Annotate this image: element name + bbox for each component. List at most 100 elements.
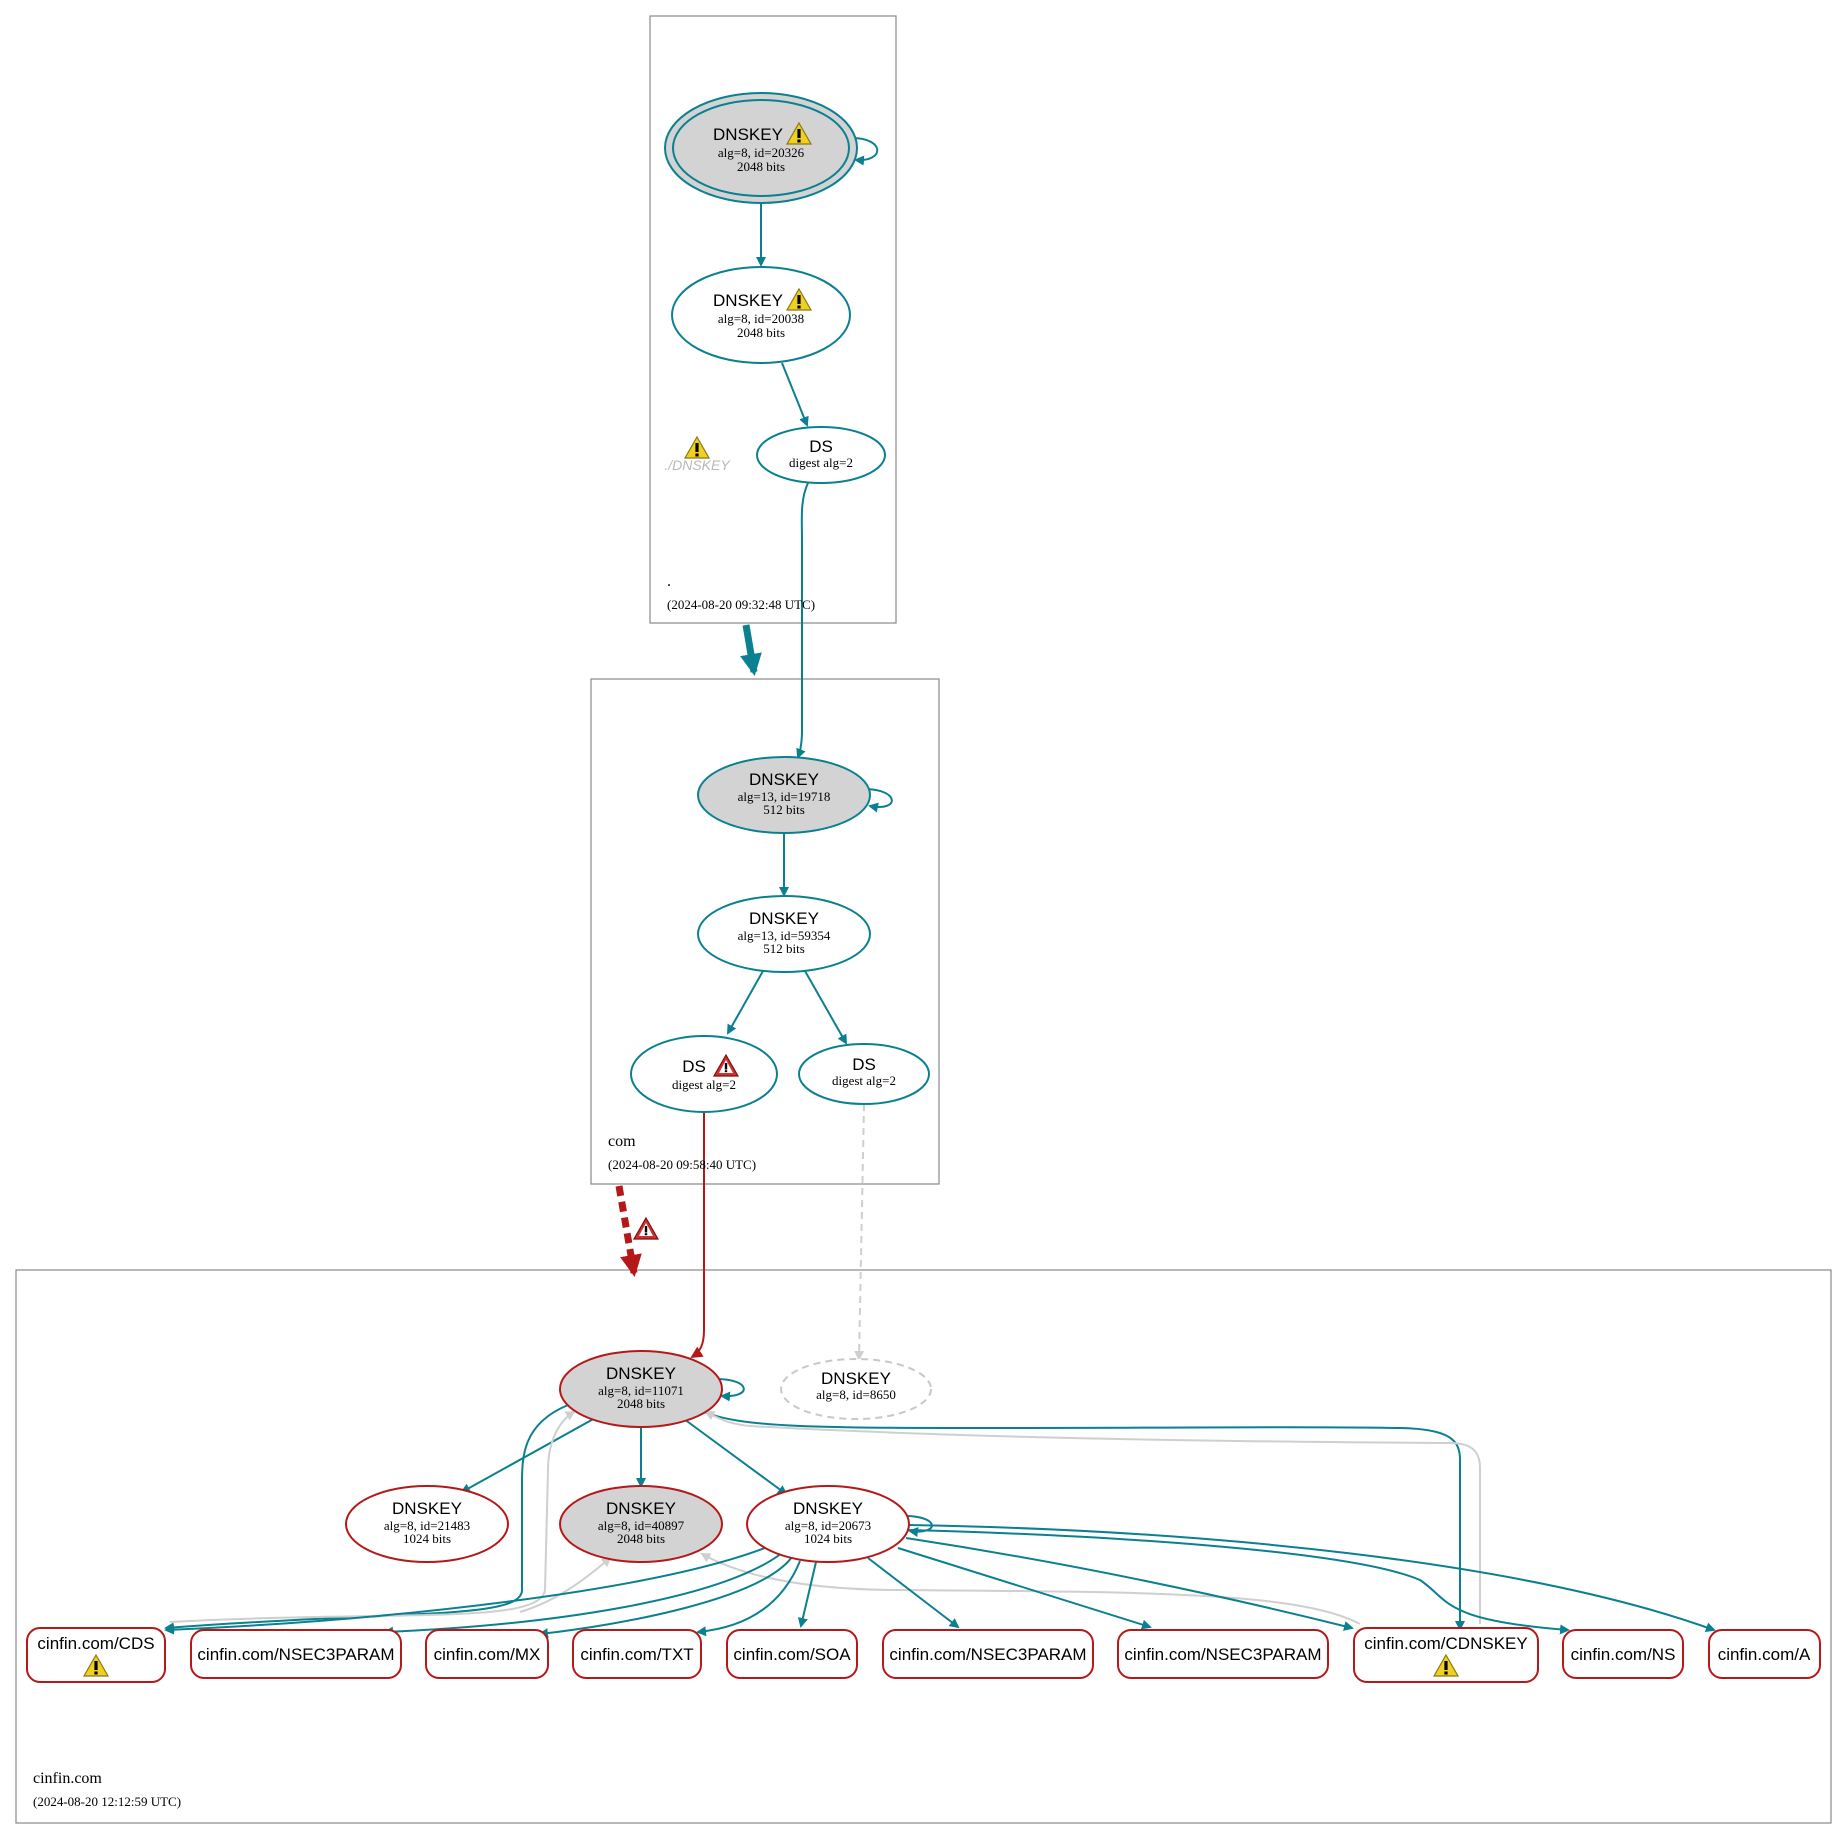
k40897-alg: alg=8, id=40897	[598, 1518, 685, 1533]
rrset-mx-label: cinfin.com/MX	[434, 1645, 541, 1664]
k20673-alg: alg=8, id=20673	[785, 1518, 871, 1533]
rrset-nsec3param-3[interactable]: cinfin.com/NSEC3PARAM	[1117, 1629, 1329, 1679]
delegation-root-com	[740, 624, 762, 676]
k21483-bits: 1024 bits	[403, 1531, 451, 1546]
edge-k20673-to-ns	[907, 1529, 1570, 1635]
zone-com-box	[590, 678, 940, 1185]
root-zsk-alg: alg=8, id=20038	[718, 311, 804, 326]
zone-cinfin-date: (2024-08-20 12:12:59 UTC)	[33, 1794, 181, 1809]
edge-root-zsk-to-ds	[781, 362, 809, 427]
rrset-a[interactable]: cinfin.com/A	[1708, 1629, 1821, 1679]
rrset-soa-label: cinfin.com/SOA	[733, 1645, 851, 1664]
root-ksk-title: DNSKEY	[713, 125, 783, 144]
com-dnskey-ksk-node[interactable]: DNSKEY alg=13, id=19718 512 bits	[697, 756, 871, 834]
com-ds2-title: DS	[852, 1055, 876, 1074]
edge-k20673-to-soa	[797, 1561, 817, 1628]
zone-cinfin-name: cinfin.com	[33, 1770, 102, 1787]
root-ds-node[interactable]: DS digest alg=2	[756, 426, 886, 484]
zone-com-name: com	[608, 1133, 636, 1150]
root-zsk-title: DNSKEY	[713, 291, 783, 310]
k40897-title: DNSKEY	[606, 1499, 676, 1518]
rrset-ns-label: cinfin.com/NS	[1571, 1645, 1676, 1664]
root-dnskey-ksk-node[interactable]: DNSKEY alg=8, id=20326 2048 bits	[664, 92, 858, 204]
rrset-cds-label: cinfin.com/CDS	[37, 1634, 154, 1653]
edge-cds-to-k40897	[519, 1556, 612, 1613]
com-ds2-node[interactable]: DS digest alg=2	[798, 1043, 930, 1105]
rrset-nsec3param-2[interactable]: cinfin.com/NSEC3PARAM	[882, 1629, 1094, 1679]
cinfin-dnskey-40897-node[interactable]: DNSKEY alg=8, id=40897 2048 bits	[559, 1485, 723, 1563]
rrset-ns[interactable]: cinfin.com/NS	[1562, 1629, 1684, 1679]
com-ksk-alg: alg=13, id=19718	[738, 789, 831, 804]
root-ksk-alg: alg=8, id=20326	[718, 145, 805, 160]
zone-com-date: (2024-08-20 09:58:40 UTC)	[608, 1157, 756, 1172]
rrset-nsec3param-1[interactable]: cinfin.com/NSEC3PARAM	[190, 1629, 402, 1679]
rrset-txt[interactable]: cinfin.com/TXT	[572, 1629, 702, 1679]
edge-k20673-to-nsec3param3	[897, 1547, 1152, 1630]
cinfin-dnskey-20673-node[interactable]: DNSKEY alg=8, id=20673 1024 bits	[746, 1485, 910, 1563]
edge-k11071-to-cdnskey	[701, 1410, 1465, 1631]
edge-k20673-to-cds	[164, 1545, 771, 1635]
edge-com-ds2-to-k8650	[854, 1103, 865, 1361]
rrset-nsec3param-1-label: cinfin.com/NSEC3PARAM	[197, 1645, 394, 1664]
k11071-title: DNSKEY	[606, 1364, 676, 1383]
rrset-txt-label: cinfin.com/TXT	[580, 1645, 693, 1664]
root-zsk-bits: 2048 bits	[737, 325, 785, 340]
k11071-alg: alg=8, id=11071	[598, 1383, 684, 1398]
k40897-bits: 2048 bits	[617, 1531, 665, 1546]
root-ghost-warning-icon	[684, 436, 710, 459]
rrset-nsec3param-3-label: cinfin.com/NSEC3PARAM	[1124, 1645, 1321, 1664]
zone-cinfin-box	[15, 1269, 1832, 1824]
rrset-a-label: cinfin.com/A	[1718, 1645, 1811, 1664]
com-ds1-title: DS	[682, 1057, 706, 1076]
com-zsk-bits: 512 bits	[763, 941, 805, 956]
edge-k20673-to-a	[907, 1524, 1716, 1632]
edge-com-ksk-self	[863, 788, 893, 813]
edge-com-ds1-to-k11071	[690, 1112, 705, 1359]
rrset-mx[interactable]: cinfin.com/MX	[425, 1629, 549, 1679]
edge-k20673-to-nsec3param1	[383, 1552, 783, 1637]
edge-k20673-to-cdnskey	[905, 1537, 1354, 1631]
com-zsk-title: DNSKEY	[749, 909, 819, 928]
k8650-alg: alg=8, id=8650	[816, 1387, 896, 1402]
edge-root-ksk-self	[851, 137, 879, 166]
com-ds1-node[interactable]: DS digest alg=2	[630, 1035, 778, 1113]
edge-root-ds-to-com-ksk	[796, 482, 809, 759]
com-ksk-title: DNSKEY	[749, 770, 819, 789]
com-ksk-bits: 512 bits	[763, 802, 805, 817]
edge-com-zsk-to-ds1	[727, 970, 764, 1035]
edge-k11071-self	[715, 1378, 745, 1402]
k8650-title: DNSKEY	[821, 1369, 891, 1388]
zone-root-name: .	[667, 573, 671, 590]
rrset-cdnskey-label: cinfin.com/CDNSKEY	[1364, 1634, 1527, 1653]
edge-com-zsk-to-ds2	[804, 970, 847, 1045]
edge-cdnskey-to-k11071	[704, 1411, 1481, 1624]
cinfin-dnskey-8650-node[interactable]: DNSKEY alg=8, id=8650	[780, 1358, 932, 1420]
cinfin-dnskey-21483-node[interactable]: DNSKEY alg=8, id=21483 1024 bits	[345, 1485, 509, 1563]
edge-k20673-to-mx	[538, 1556, 793, 1639]
k11071-bits: 2048 bits	[617, 1396, 665, 1411]
edge-k11071-to-k21483	[460, 1411, 607, 1493]
root-dnskey-zsk-node[interactable]: DNSKEY alg=8, id=20038 2048 bits	[671, 266, 851, 364]
delegation-error-icon	[633, 1217, 659, 1240]
rrset-soa[interactable]: cinfin.com/SOA	[726, 1629, 858, 1679]
k21483-title: DNSKEY	[392, 1499, 462, 1518]
cinfin-dnskey-11071-node[interactable]: DNSKEY alg=8, id=11071 2048 bits	[559, 1350, 723, 1428]
root-ds-title: DS	[809, 437, 833, 456]
edge-k20673-to-txt	[696, 1560, 801, 1637]
edge-cdnskey-to-k40897	[700, 1553, 1361, 1625]
k20673-title: DNSKEY	[793, 1499, 863, 1518]
com-ds2-digest: digest alg=2	[832, 1073, 896, 1088]
zone-root-date: (2024-08-20 09:32:48 UTC)	[667, 597, 815, 612]
edge-k11071-to-k20673	[683, 1418, 788, 1496]
root-ds-digest: digest alg=2	[789, 455, 853, 470]
com-zsk-alg: alg=13, id=59354	[738, 928, 831, 943]
root-ghost-dnskey-label: ./DNSKEY	[664, 457, 731, 473]
delegation-com-cinfin	[615, 1185, 642, 1277]
zone-root-box	[649, 15, 897, 624]
rrset-cdnskey[interactable]: cinfin.com/CDNSKEY	[1353, 1627, 1539, 1683]
root-ksk-bits: 2048 bits	[737, 159, 785, 174]
rrset-cds[interactable]: cinfin.com/CDS	[26, 1627, 166, 1683]
rrset-nsec3param-2-label: cinfin.com/NSEC3PARAM	[889, 1645, 1086, 1664]
com-dnskey-zsk-node[interactable]: DNSKEY alg=13, id=59354 512 bits	[697, 895, 871, 973]
